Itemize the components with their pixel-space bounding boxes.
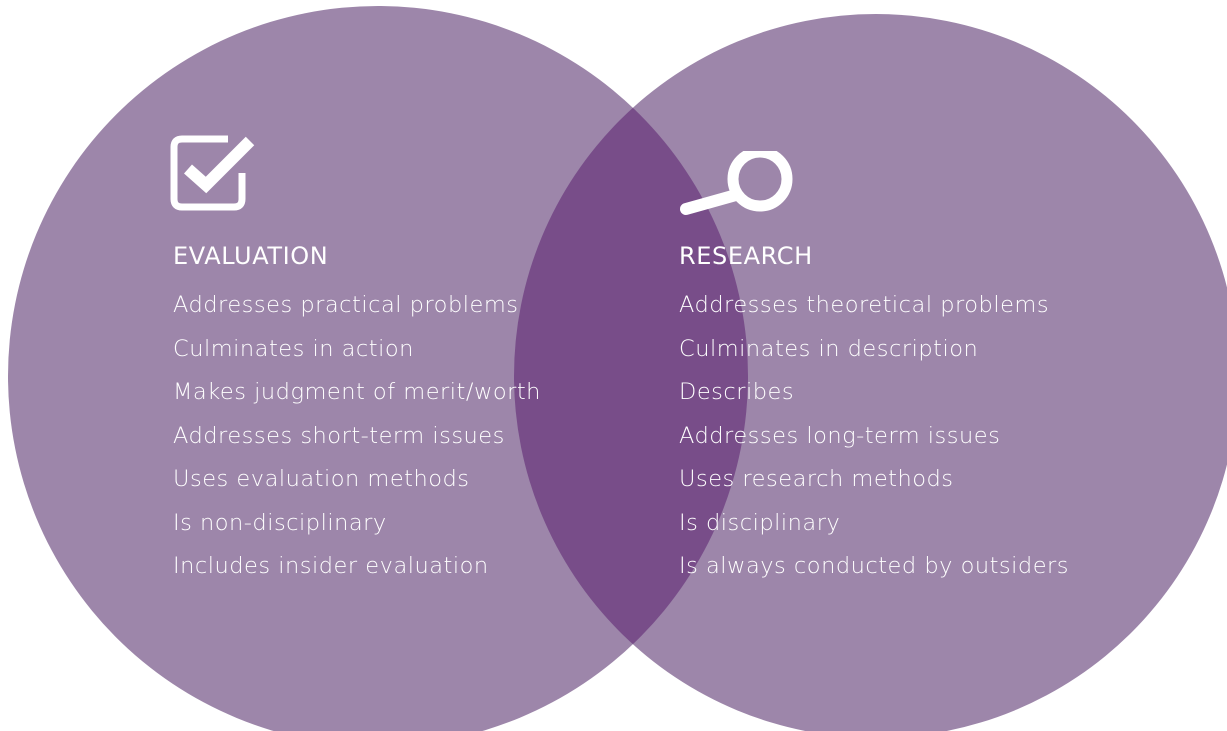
list-item: Culminates in action: [173, 335, 414, 362]
list-item: Addresses long-term issues: [679, 422, 1001, 449]
list-item: Describes: [679, 379, 795, 405]
list-item: Is non-disciplinary: [173, 509, 387, 536]
list-item: Is always conducted by outsiders: [679, 553, 1070, 579]
evaluation-list: Addresses practical problems Culminates …: [173, 284, 541, 589]
research-list: Addresses theoretical problems Culminate…: [679, 284, 1069, 589]
list-item: Is disciplinary: [679, 509, 841, 536]
list-item: Uses research methods: [679, 466, 954, 492]
list-item: Culminates in description: [679, 335, 979, 362]
overlap-region: [514, 14, 748, 731]
list-item: Makes judgment of merit/worth: [173, 379, 541, 405]
list-item: Includes insider evaluation: [173, 553, 489, 579]
evaluation-title: EVALUATION: [173, 242, 329, 270]
list-item: Addresses theoretical problems: [679, 292, 1050, 318]
checkbox-icon: [170, 135, 255, 211]
list-item: Addresses short-term issues: [173, 422, 505, 449]
magnifier-icon: [680, 151, 793, 215]
research-title: RESEARCH: [679, 242, 813, 270]
list-item: Addresses practical problems: [173, 292, 519, 318]
list-item: Uses evaluation methods: [173, 466, 470, 492]
